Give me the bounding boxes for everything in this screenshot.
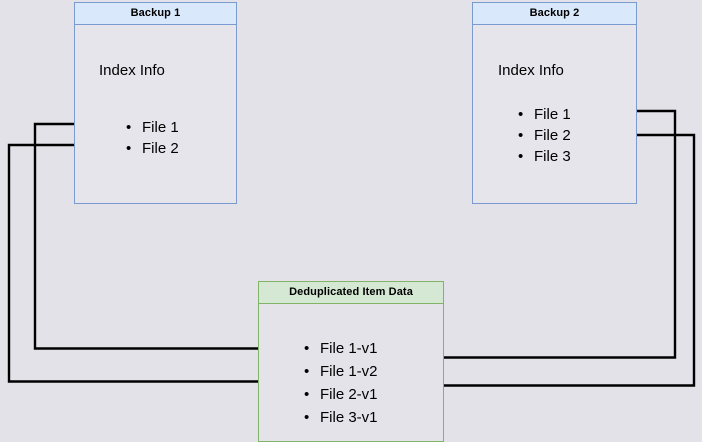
node-deduplicated-item-data[interactable]: Deduplicated Item Data File 1-v1 File 1-… [258,281,444,442]
node-backup-1-title: Backup 1 [75,3,236,25]
node-backup-2[interactable]: Backup 2 Index Info File 1 File 2 File 3 [472,2,637,204]
list-item[interactable]: File 2 [126,138,179,159]
backup-2-file-list: File 1 File 2 File 3 [518,104,571,167]
dedup-item-list: File 1-v1 File 1-v2 File 2-v1 File 3-v1 [304,337,378,429]
node-backup-2-body: Index Info File 1 File 2 File 3 [473,25,636,203]
node-deduplicated-item-data-body: File 1-v1 File 1-v2 File 2-v1 File 3-v1 [259,304,443,441]
node-backup-1[interactable]: Backup 1 Index Info File 1 File 2 [74,2,237,204]
list-item[interactable]: File 1 [126,117,179,138]
node-backup-2-title: Backup 2 [473,3,636,25]
list-item[interactable]: File 3 [518,146,571,167]
list-item[interactable]: File 1-v2 [304,360,378,383]
list-item[interactable]: File 3-v1 [304,406,378,429]
backup-1-file-list: File 1 File 2 [126,117,179,159]
backup-2-index-info-label: Index Info [498,62,564,79]
list-item[interactable]: File 1 [518,104,571,125]
list-item[interactable]: File 2 [518,125,571,146]
backup-1-index-info-label: Index Info [99,62,165,79]
node-backup-1-body: Index Info File 1 File 2 [75,25,236,203]
list-item[interactable]: File 2-v1 [304,383,378,406]
list-item[interactable]: File 1-v1 [304,337,378,360]
node-deduplicated-item-data-title: Deduplicated Item Data [259,282,443,304]
